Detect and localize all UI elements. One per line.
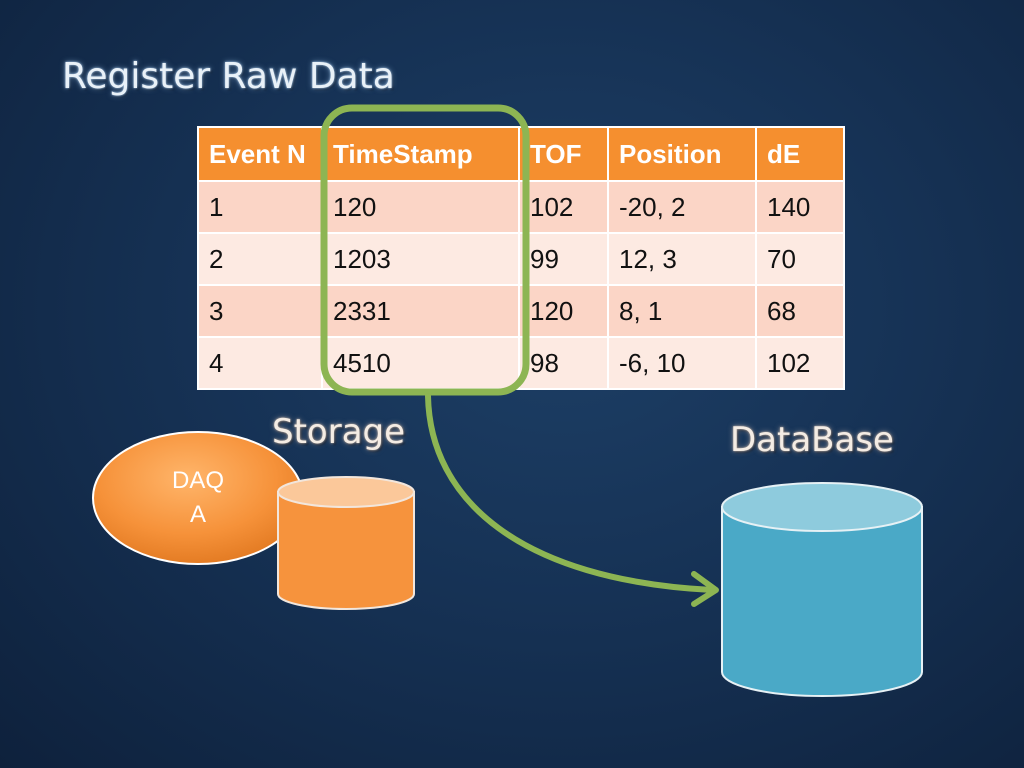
table-row: 4 4510 98 -6, 10 102 <box>197 336 845 390</box>
cell-position: 12, 3 <box>607 232 757 286</box>
header-event-n: Event N <box>197 126 323 182</box>
storage-cylinder-icon <box>277 476 415 610</box>
header-tof: TOF <box>518 126 609 182</box>
cell-position: -6, 10 <box>607 336 757 390</box>
cell-timestamp: 1203 <box>321 232 520 286</box>
raw-data-table: Event N TimeStamp TOF Position dE 1 120 … <box>197 126 845 390</box>
header-de: dE <box>755 126 845 182</box>
table-row: 2 1203 99 12, 3 70 <box>197 232 845 286</box>
cell-de: 68 <box>755 284 845 338</box>
cell-de: 102 <box>755 336 845 390</box>
timestamp-highlight-box <box>320 104 530 396</box>
slide-title: Register Raw Data <box>62 56 395 97</box>
cell-tof: 102 <box>518 180 609 234</box>
cell-position: -20, 2 <box>607 180 757 234</box>
cell-event-n: 4 <box>197 336 323 390</box>
daq-label-line1: DAQ <box>171 467 224 494</box>
daq-label-line2: A <box>189 501 206 528</box>
cell-de: 70 <box>755 232 845 286</box>
cell-timestamp: 120 <box>321 180 520 234</box>
cell-timestamp: 2331 <box>321 284 520 338</box>
cell-tof: 98 <box>518 336 609 390</box>
cell-de: 140 <box>755 180 845 234</box>
header-timestamp: TimeStamp <box>321 126 520 182</box>
database-cylinder-icon <box>721 482 923 697</box>
cell-event-n: 2 <box>197 232 323 286</box>
daq-label: DAQ A <box>148 464 248 532</box>
cell-event-n: 3 <box>197 284 323 338</box>
header-position: Position <box>607 126 757 182</box>
flow-arrow <box>425 393 715 593</box>
database-label: DataBase <box>730 420 894 460</box>
cell-timestamp: 4510 <box>321 336 520 390</box>
cell-position: 8, 1 <box>607 284 757 338</box>
cell-tof: 99 <box>518 232 609 286</box>
cell-event-n: 1 <box>197 180 323 234</box>
cell-tof: 120 <box>518 284 609 338</box>
table-header-row: Event N TimeStamp TOF Position dE <box>197 126 845 182</box>
table-row: 1 120 102 -20, 2 140 <box>197 180 845 234</box>
storage-label: Storage <box>272 412 406 452</box>
arrow-head-icon <box>691 571 719 607</box>
table-row: 3 2331 120 8, 1 68 <box>197 284 845 338</box>
